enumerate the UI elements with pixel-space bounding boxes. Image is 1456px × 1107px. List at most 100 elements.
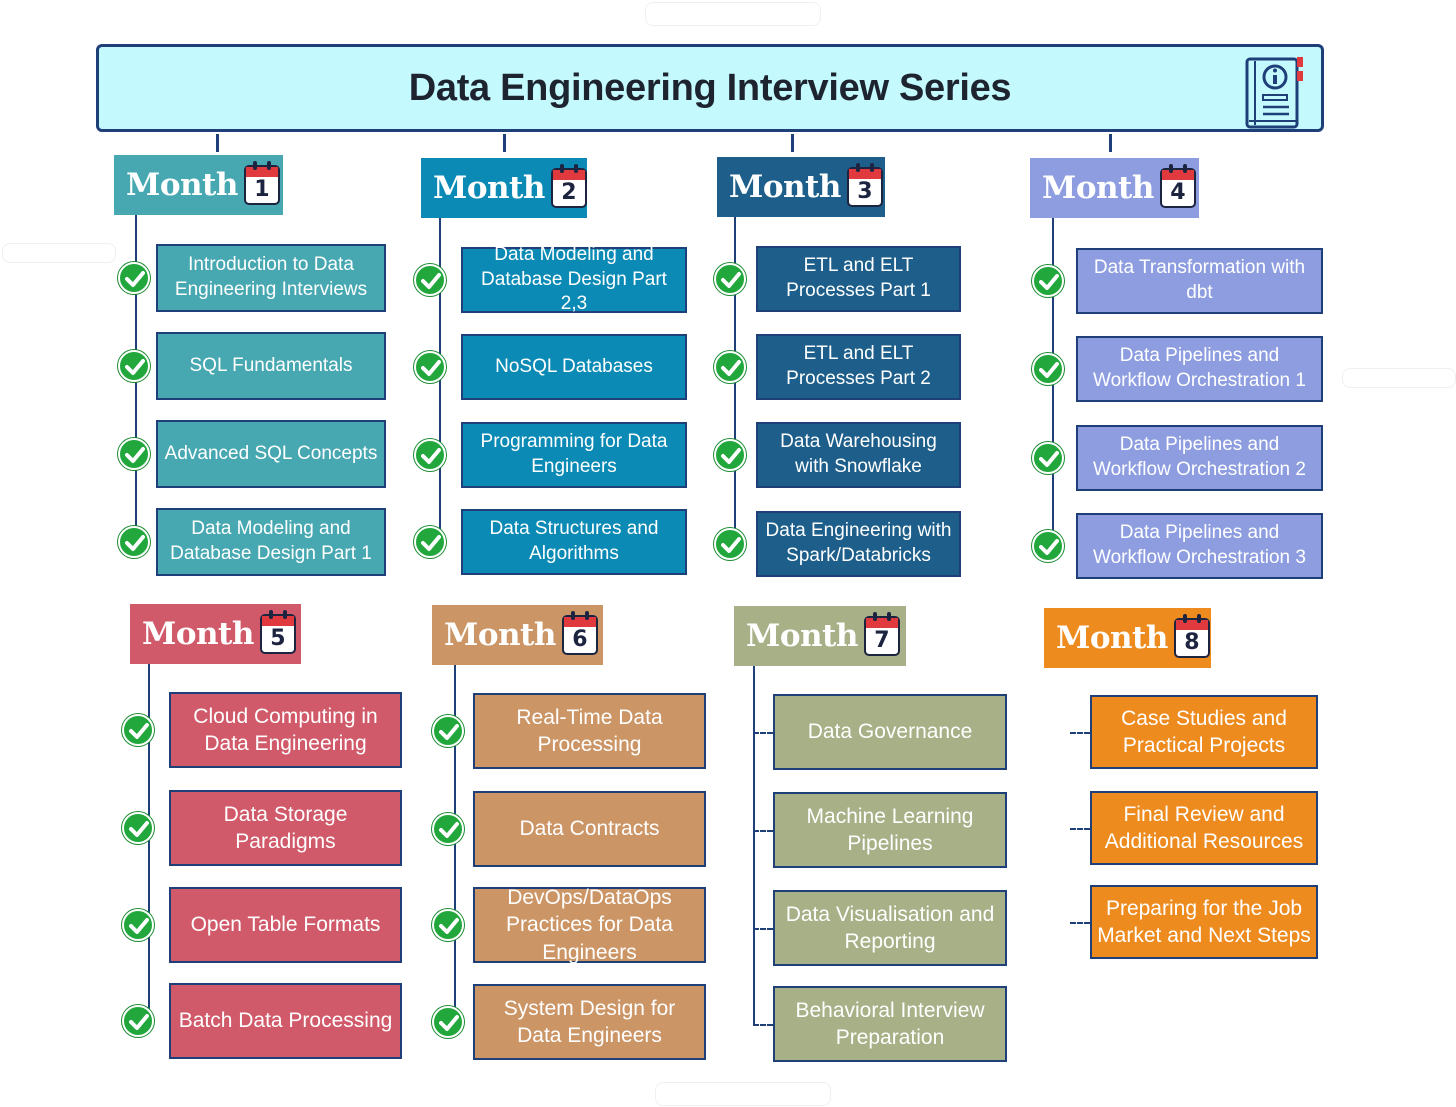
month-number: 6 [572,627,588,652]
dashed-connector [1070,732,1090,734]
checkmark-icon [714,439,746,471]
calendar-header-strip [1161,170,1194,180]
faint-placeholder [645,2,821,26]
topic-card[interactable]: Data Structures and Algorithms [461,509,687,575]
topic-card[interactable]: Machine Learning Pipelines [773,792,1007,868]
topic-card[interactable]: Case Studies and Practical Projects [1090,695,1318,769]
checkmark-icon [414,264,446,296]
calendar-icon: 8 [1173,614,1210,658]
checkmark-icon [122,812,154,844]
month-label: Month [1056,620,1168,656]
connector-line [216,134,219,152]
page-title: Data Engineering Interview Series [408,67,1012,109]
faint-placeholder [2,243,116,263]
checkmark-icon [118,526,150,558]
calendar-header-strip [563,617,596,627]
topic-card[interactable]: Data Pipelines and Workflow Orchestratio… [1076,513,1323,579]
month-header-7: Month 7 [734,606,906,666]
topic-card[interactable]: Data Governance [773,694,1007,770]
calendar-ring [570,611,575,620]
topic-card[interactable]: Data Transformation with dbt [1076,248,1323,314]
topic-card[interactable]: Preparing for the Job Market and Next St… [1090,885,1318,959]
month-number: 8 [1184,630,1200,655]
connector-line [503,134,506,152]
checkmark-icon [414,526,446,558]
book-info-icon [1245,57,1303,129]
calendar-icon: 7 [863,612,900,656]
checkmark-icon [122,909,154,941]
month-header-8: Month 8 [1044,608,1211,668]
topic-card[interactable]: Data Storage Paradigms [169,790,402,866]
calendar-header-strip [865,618,898,628]
topic-card[interactable]: NoSQL Databases [461,334,687,400]
month-spine [454,665,456,1022]
calendar-header-strip [848,169,881,179]
checkmark-icon [414,351,446,383]
connector-line [1109,134,1112,152]
checkmark-icon [432,715,464,747]
calendar-icon: 5 [259,610,296,654]
calendar-ring [1182,614,1187,623]
topic-card[interactable]: Batch Data Processing [169,983,402,1059]
topic-card[interactable]: Data Modeling and Database Design Part 2… [461,244,687,314]
dashed-connector [1070,922,1090,924]
checkmark-icon [1032,442,1064,474]
topic-card[interactable]: Programming for Data Engineers [461,422,687,488]
checkmark-icon [118,438,150,470]
month-number: 1 [254,177,270,202]
topic-card[interactable]: SQL Fundamentals [156,332,386,400]
month-label: Month [433,170,545,206]
month-label: Month [746,618,858,654]
topic-card[interactable]: Advanced SQL Concepts [156,420,386,488]
month-number: 4 [1170,180,1186,205]
topic-card[interactable]: DevOps/DataOps Practices for Data Engine… [473,886,706,964]
topic-card[interactable]: Data Engineering with Spark/Databricks [756,511,961,577]
topic-card[interactable]: Introduction to Data Engineering Intervi… [156,244,386,312]
topic-card[interactable]: Data Warehousing with Snowflake [756,422,961,488]
month-number: 7 [874,628,890,653]
topic-card[interactable]: ETL and ELT Processes Part 2 [756,334,961,400]
checkmark-icon [714,263,746,295]
month-number: 3 [857,179,873,204]
calendar-icon: 3 [846,163,883,207]
month-number: 2 [561,180,577,205]
topic-card[interactable]: Open Table Formats [169,887,402,963]
calendar-ring [1168,164,1173,173]
calendar-ring [1182,164,1187,173]
dashed-connector [1070,828,1090,830]
topic-card[interactable]: Data Pipelines and Workflow Orchestratio… [1076,425,1323,491]
dashed-connector [753,1024,773,1026]
dashed-connector [753,732,773,734]
topic-card[interactable]: ETL and ELT Processes Part 1 [756,246,961,312]
topic-card[interactable]: Final Review and Additional Resources [1090,791,1318,865]
topic-card[interactable]: Data Pipelines and Workflow Orchestratio… [1076,336,1323,402]
calendar-ring [266,161,271,170]
calendar-ring [268,610,273,619]
calendar-header-strip [261,616,294,626]
topic-card[interactable]: Cloud Computing in Data Engineering [169,692,402,768]
checkmark-icon [714,351,746,383]
dashed-connector [753,830,773,832]
checkmark-icon [1032,353,1064,385]
month-label: Month [729,169,841,205]
calendar-icon: 1 [243,161,280,205]
month-spine [439,218,441,542]
checkmark-icon [122,1005,154,1037]
calendar-ring [573,164,578,173]
topic-card[interactable]: Real-Time Data Processing [473,693,706,769]
checkmark-icon [714,528,746,560]
topic-card[interactable]: System Design for Data Engineers [473,984,706,1060]
topic-card[interactable]: Data Modeling and Database Design Part 1 [156,508,386,576]
calendar-header-strip [245,167,278,177]
topic-card[interactable]: Data Contracts [473,791,706,867]
calendar-ring [1196,614,1201,623]
topic-card[interactable]: Behavioral Interview Preparation [773,986,1007,1062]
faint-placeholder [655,1082,831,1106]
calendar-ring [252,161,257,170]
calendar-ring [559,164,564,173]
checkmark-icon [414,439,446,471]
topic-card[interactable]: Data Visualisation and Reporting [773,890,1007,966]
month-number: 5 [270,626,286,651]
